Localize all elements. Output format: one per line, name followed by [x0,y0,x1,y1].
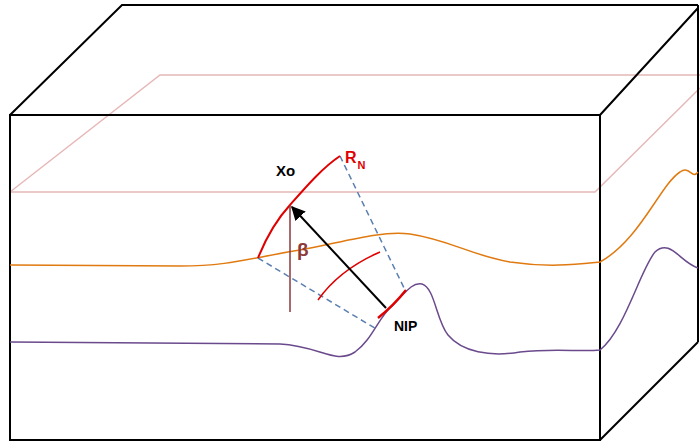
angle-label: β [297,240,309,259]
surface-plane [10,75,700,192]
ray-boundary [258,156,406,330]
radius-label: R [345,150,357,166]
vertical-line [289,206,291,312]
horizon-lower [10,248,698,357]
wavefront-surface [258,156,340,258]
radius-subscript: N [358,160,366,171]
box-edges [10,5,698,440]
point-label: NIP [394,319,417,333]
normal-ray [292,207,386,308]
box-front [10,115,600,440]
point-label: Xo [276,163,295,178]
